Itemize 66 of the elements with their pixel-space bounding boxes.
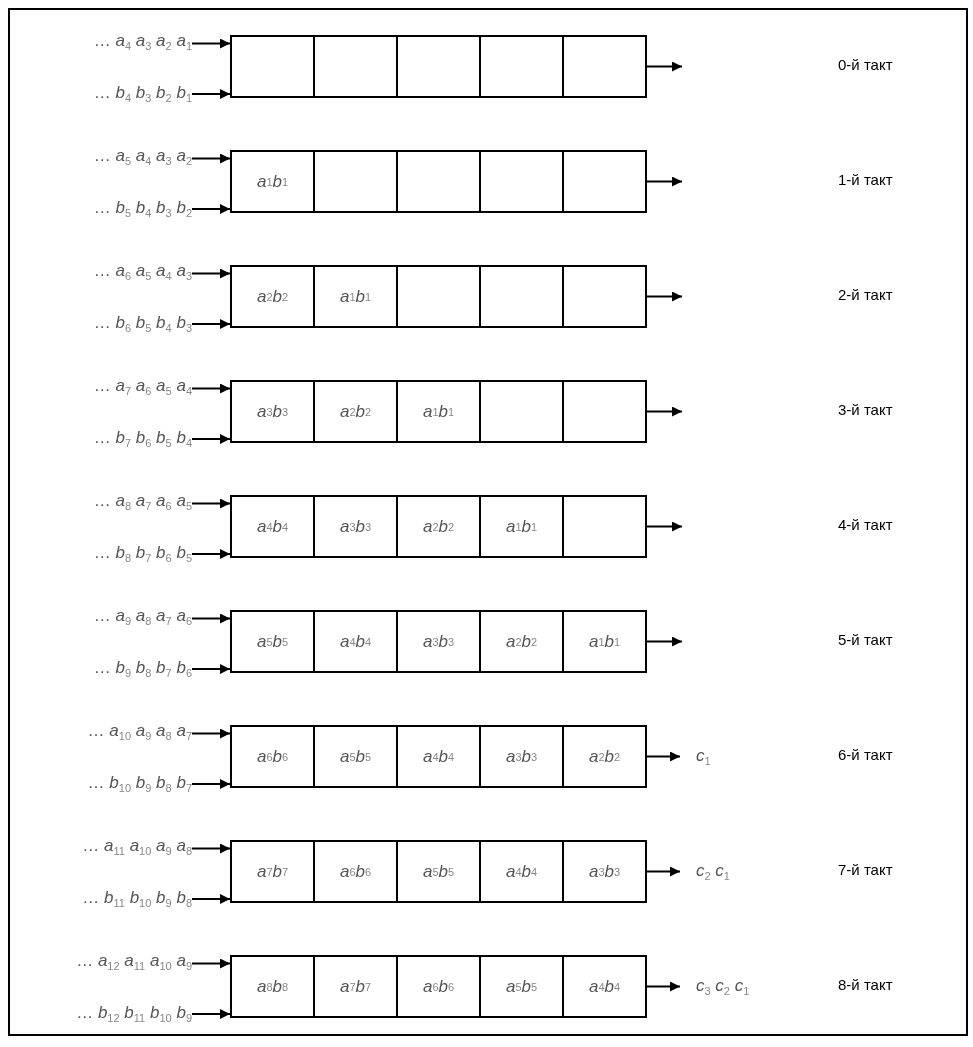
clock-cycle-label: 7-й такт xyxy=(838,861,893,878)
arrow xyxy=(646,981,681,992)
input-sequence: … b$_{8}$ b$_{7}$ b$_{6}$ b$_{5}$ xyxy=(12,541,192,570)
arrow xyxy=(646,521,683,532)
arrow xyxy=(191,319,231,329)
input-sequence: … b$_{5}$ b$_{4}$ b$_{3}$ b$_{2}$ xyxy=(12,196,192,225)
arrow xyxy=(191,268,231,279)
clock-cycle-label: 3-й такт xyxy=(838,401,893,418)
input-sequence: … a$_{11}$ a$_{10}$ a$_{9}$ a$_{8}$ xyxy=(12,834,192,863)
arrow xyxy=(191,204,231,214)
clock-cycle-label: 4-й такт xyxy=(838,516,893,533)
pipeline-register xyxy=(230,380,647,443)
output-sequence: c$_{1}$ xyxy=(680,744,711,773)
arrow xyxy=(191,1009,231,1019)
clock-cycle-label: 6-й такт xyxy=(838,746,893,763)
arrow xyxy=(646,866,681,877)
pipeline-register xyxy=(230,150,647,213)
input-sequence: … b$_{10}$ b$_{9}$ b$_{8}$ b$_{7}$ xyxy=(12,771,192,800)
input-sequence: … b$_{6}$ b$_{5}$ b$_{4}$ b$_{3}$ xyxy=(12,311,192,340)
clock-cycle-label: 8-й такт xyxy=(838,976,893,993)
input-sequence: … a$_{6}$ a$_{5}$ a$_{4}$ a$_{3}$ xyxy=(12,259,192,288)
input-sequence: … b$_{12}$ b$_{11}$ b$_{10}$ b$_{9}$ xyxy=(12,1001,192,1030)
output-sequence: c$_{2}$ c$_{1}$ xyxy=(680,859,730,888)
arrow xyxy=(191,153,231,164)
input-sequence: … b$_{7}$ b$_{6}$ b$_{5}$ b$_{4}$ xyxy=(12,426,192,455)
input-sequence: … a$_{5}$ a$_{4}$ a$_{3}$ a$_{2}$ xyxy=(12,144,192,173)
arrow xyxy=(191,958,231,969)
input-sequence: … b$_{9}$ b$_{8}$ b$_{7}$ b$_{6}$ xyxy=(12,656,192,685)
input-sequence: … a$_{12}$ a$_{11}$ a$_{10}$ a$_{9}$ xyxy=(12,949,192,978)
input-sequence: … b$_{11}$ b$_{10}$ b$_{9}$ b$_{8}$ xyxy=(12,886,192,915)
clock-cycle-label: 1-й такт xyxy=(838,171,893,188)
arrow xyxy=(646,176,683,187)
arrow xyxy=(191,383,231,394)
pipeline-register xyxy=(230,955,647,1018)
arrow xyxy=(191,843,231,854)
arrow xyxy=(191,434,231,444)
arrow xyxy=(191,728,231,739)
pipeline-register xyxy=(230,725,647,788)
arrow xyxy=(191,613,231,624)
arrow xyxy=(646,636,683,647)
arrow xyxy=(646,406,683,417)
clock-cycle-label: 5-й такт xyxy=(838,631,893,648)
arrow xyxy=(646,61,683,72)
input-sequence: … b$_{4}$ b$_{3}$ b$_{2}$ b$_{1}$ xyxy=(12,81,192,110)
arrow xyxy=(191,549,231,559)
input-sequence: … a$_{8}$ a$_{7}$ a$_{6}$ a$_{5}$ xyxy=(12,489,192,518)
pipeline-register xyxy=(230,840,647,903)
output-sequence: c$_{3}$ c$_{2}$ c$_{1}$ xyxy=(680,974,750,1003)
pipeline-register xyxy=(230,495,647,558)
arrow xyxy=(191,38,231,49)
arrow xyxy=(646,751,681,762)
arrow xyxy=(191,498,231,509)
input-sequence: … a$_{9}$ a$_{8}$ a$_{7}$ a$_{6}$ xyxy=(12,604,192,633)
pipeline-register xyxy=(230,35,647,98)
clock-cycle-label: 2-й такт xyxy=(838,286,893,303)
arrow xyxy=(191,89,231,99)
arrow xyxy=(191,894,231,904)
input-sequence: … a$_{4}$ a$_{3}$ a$_{2}$ a$_{1}$ xyxy=(12,29,192,58)
input-sequence: … a$_{10}$ a$_{9}$ a$_{8}$ a$_{7}$ xyxy=(12,719,192,748)
arrow xyxy=(191,779,231,789)
input-sequence: … a$_{7}$ a$_{6}$ a$_{5}$ a$_{4}$ xyxy=(12,374,192,403)
arrow xyxy=(191,664,231,674)
arrow xyxy=(646,291,683,302)
pipeline-register xyxy=(230,610,647,673)
clock-cycle-label: 0-й такт xyxy=(838,56,893,73)
pipeline-register xyxy=(230,265,647,328)
